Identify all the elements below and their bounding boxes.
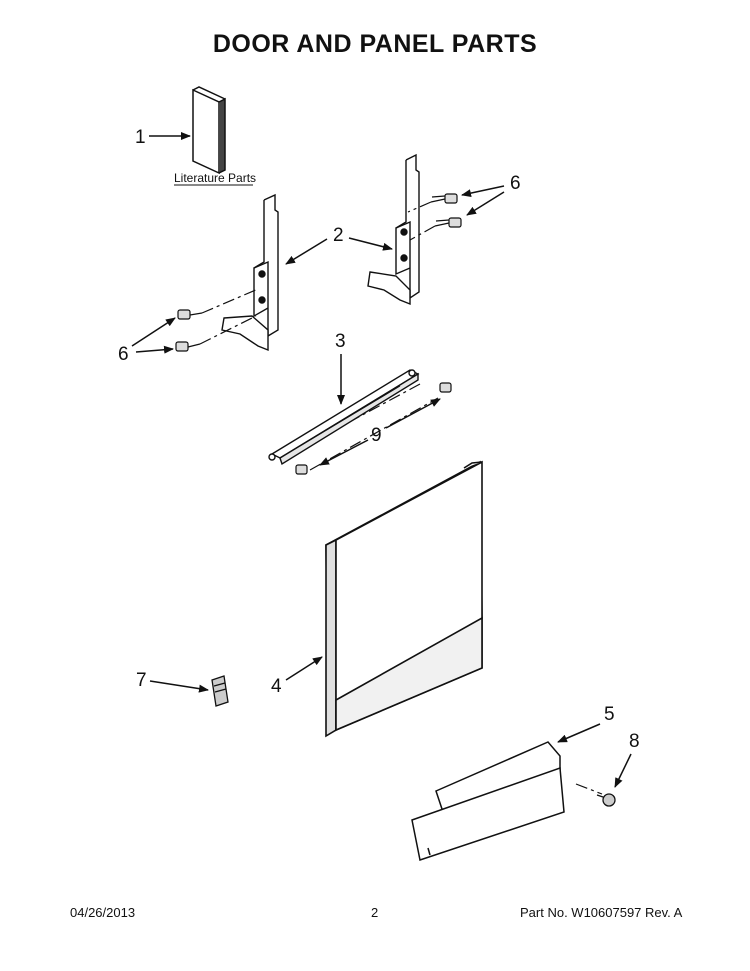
- footer-page-number: 2: [371, 905, 379, 920]
- literature-booklet: [192, 86, 226, 175]
- screw-6a: [430, 193, 458, 204]
- callout-4: 4: [271, 676, 282, 697]
- screw-9b: [439, 382, 452, 393]
- top-rail: [268, 369, 420, 466]
- callout-6-top: 6: [510, 173, 521, 194]
- callout-8-leader: [614, 753, 632, 788]
- callout-6-top-leader-b: [466, 191, 505, 216]
- page-title: DOOR AND PANEL PARTS: [212, 30, 538, 58]
- callout-4-leader: [285, 656, 323, 681]
- door-plug: [211, 675, 229, 707]
- screw-6b: [434, 217, 462, 228]
- screw-6c: [177, 309, 203, 320]
- footer-part-number: Part No. W10607597 Rev. A: [520, 905, 683, 920]
- callout-8: 8: [629, 731, 640, 752]
- callout-6-left-leader-a: [131, 317, 176, 347]
- callout-2-leader-right: [348, 237, 393, 251]
- callout-7-leader: [149, 680, 209, 693]
- left-hinge-bracket: [221, 193, 279, 352]
- callout-9-leader-up: [385, 398, 441, 429]
- callout-7: 7: [136, 670, 147, 691]
- screw-6d: [175, 341, 201, 352]
- screw-8: [596, 793, 616, 807]
- callout-9-leader-down: [319, 439, 369, 466]
- right-hinge-bracket: [367, 153, 420, 306]
- callout-9: 9: [371, 425, 382, 446]
- callout-6-left-leader-b: [135, 345, 174, 354]
- door-panel: [325, 460, 483, 738]
- callout-5-leader: [557, 723, 601, 743]
- toe-kick-panel: [411, 741, 565, 861]
- callout-2-leader-left: [285, 238, 328, 265]
- callout-6-left: 6: [118, 344, 129, 365]
- callout-2: 2: [333, 225, 344, 246]
- callout-6-top-leader-a: [461, 185, 505, 198]
- literature-parts-label: Literature Parts: [174, 171, 256, 185]
- footer-date: 04/26/2013: [70, 905, 136, 920]
- callout-1: 1: [135, 127, 146, 148]
- callout-3: 3: [335, 331, 346, 352]
- screw-9a: [295, 464, 308, 475]
- callout-5: 5: [604, 704, 615, 725]
